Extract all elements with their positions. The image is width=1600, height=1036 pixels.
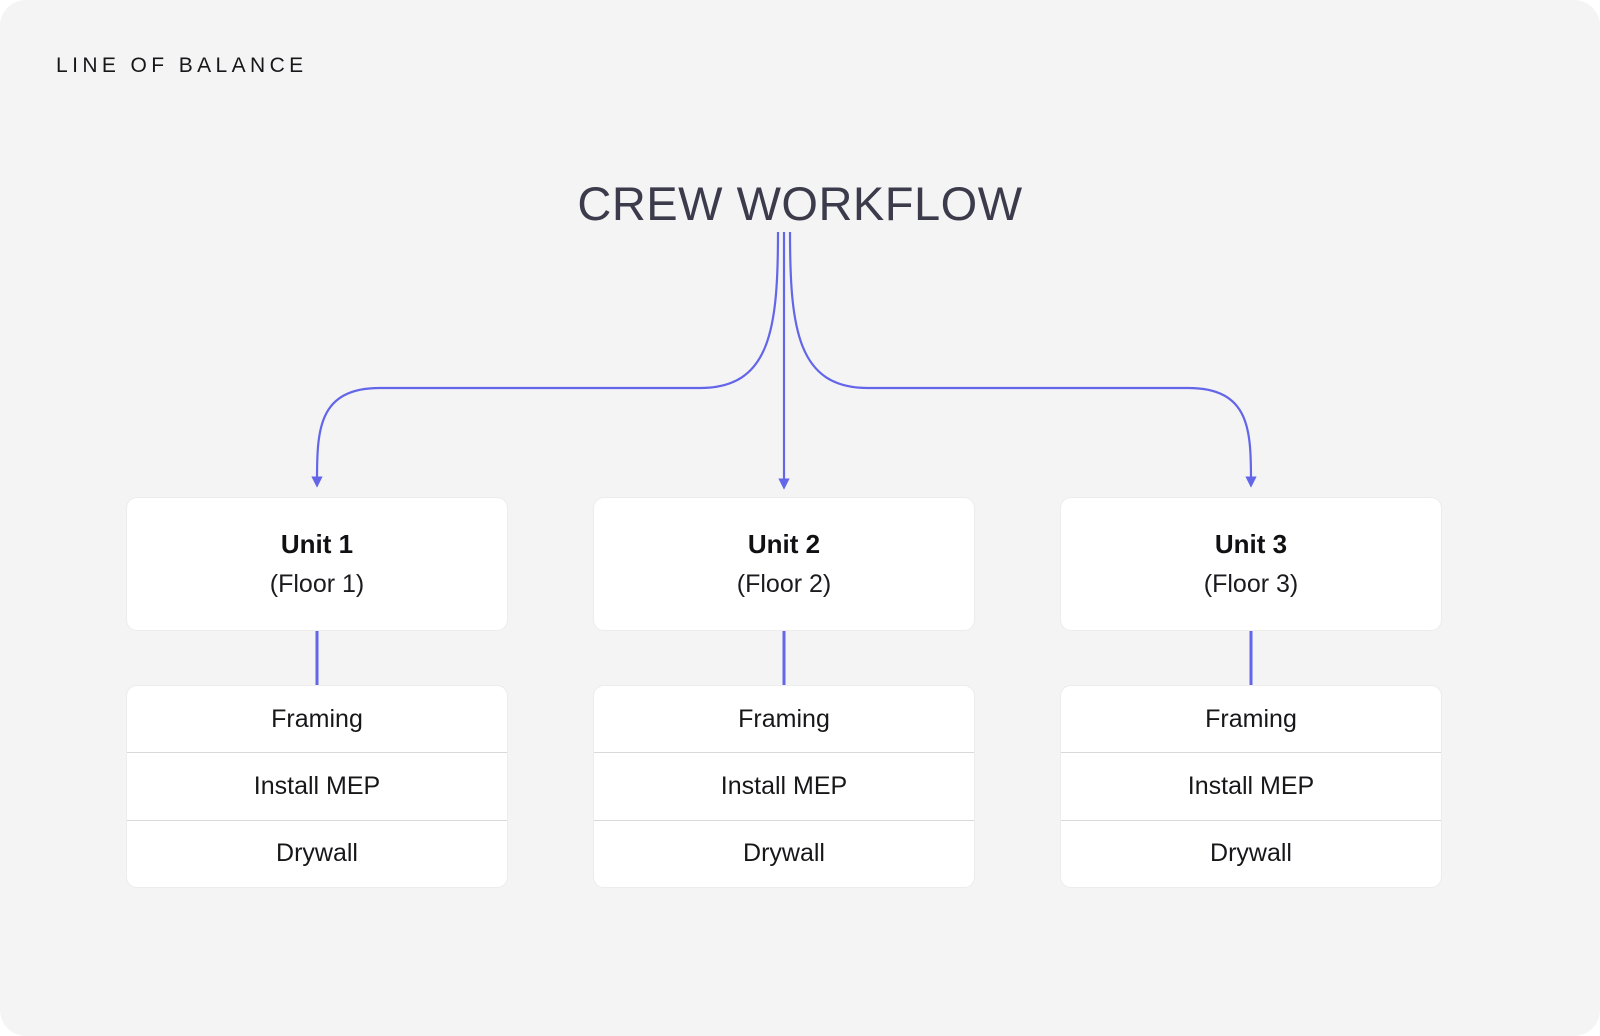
task-list-3: Framing Install MEP Drywall (1060, 685, 1442, 888)
task-row[interactable]: Framing (594, 686, 974, 754)
unit-card-3-title: Unit 3 (1214, 529, 1288, 559)
connector-title-to-unit-3 (788, 231, 1257, 488)
task-list-2: Framing Install MEP Drywall (593, 685, 975, 888)
unit-card-3[interactable]: Unit 3 (Floor 3) (1060, 497, 1442, 631)
page-title: CREW WORKFLOW (577, 177, 1023, 230)
unit-card-2-floor: (Floor 2) (736, 569, 832, 598)
eyebrow-label: LINE OF BALANCE (56, 54, 308, 77)
unit-card-1-title: Unit 1 (280, 529, 354, 559)
task-row[interactable]: Drywall (276, 839, 358, 868)
task-row[interactable]: Framing (1061, 686, 1441, 754)
task-row[interactable]: Install MEP (594, 753, 974, 821)
task-row[interactable]: Drywall (743, 839, 825, 868)
unit-card-3-floor: (Floor 3) (1203, 569, 1299, 598)
unit-card-2[interactable]: Unit 2 (Floor 2) (593, 497, 975, 631)
unit-card-2-title: Unit 2 (747, 529, 821, 559)
task-row[interactable]: Drywall (1210, 839, 1292, 868)
task-row[interactable]: Framing (127, 686, 507, 754)
unit-card-1[interactable]: Unit 1 (Floor 1) (126, 497, 508, 631)
unit-card-1-floor: (Floor 1) (269, 569, 365, 598)
task-list-1: Framing Install MEP Drywall (126, 685, 508, 888)
task-row[interactable]: Install MEP (127, 753, 507, 821)
connector-title-to-unit-1 (311, 231, 780, 488)
task-row[interactable]: Install MEP (1061, 753, 1441, 821)
